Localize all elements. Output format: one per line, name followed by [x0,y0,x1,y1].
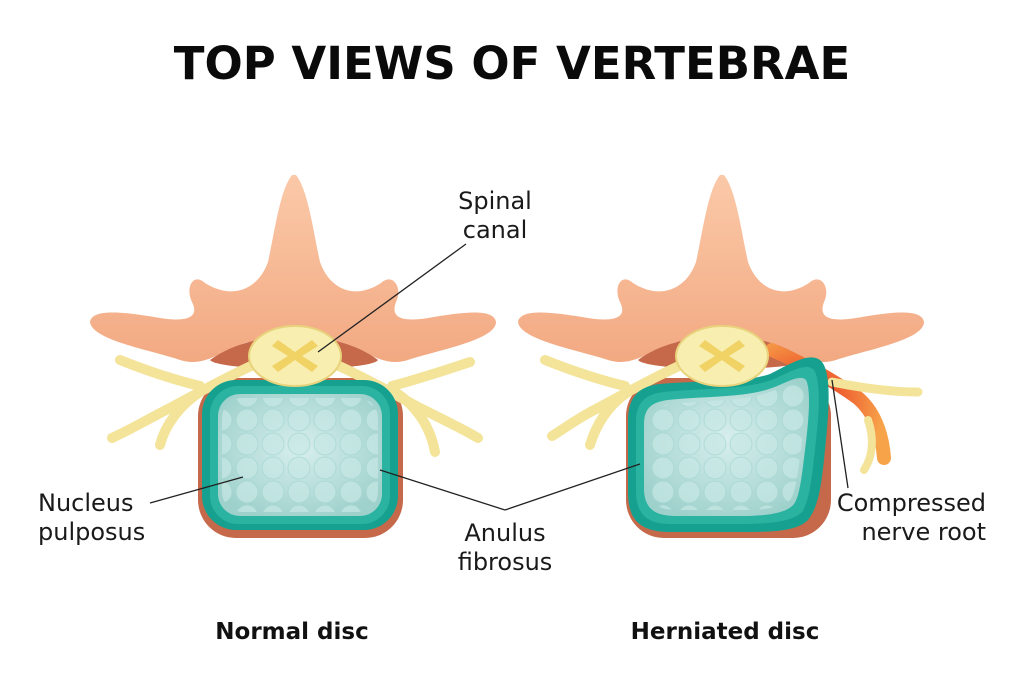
label-spinal-canal: Spinal canal [440,187,550,245]
normal-nerve-right [325,357,483,457]
leader-anulus-left [379,469,506,511]
label-compressed-line2: nerve root [861,518,986,546]
leader-nucleus [149,476,244,504]
label-compressed-nerve-root: Compressed nerve root [820,489,986,547]
label-spinal-canal-line2: canal [462,216,528,244]
caption-herniated-disc: Herniated disc [630,619,820,645]
caption-normal-disc: Normal disc [215,619,369,645]
label-anulus-fibrosus: Anulus fibrosus [445,519,565,577]
herniated-bone-arch [518,175,924,363]
herniated-vertebra [504,175,924,538]
normal-nerve-left [107,355,265,450]
label-compressed-line1: Compressed [836,489,986,517]
normal-bone-arch [90,175,496,363]
page-title: TOP VIEWS OF VERTEBRAE [173,37,851,90]
leader-anulus-right [504,463,641,511]
normal-gray-matter [272,340,318,372]
label-nucleus-pulposus: Nucleus pulposus [38,489,178,547]
herniated-nerve-left [540,355,693,450]
normal-vertebra [90,175,506,538]
label-spinal-canal-line1: Spinal [458,187,532,215]
leader-compressed-nerve [831,379,849,489]
leader-spinal-canal [317,243,467,353]
herniated-gray-matter [699,340,745,372]
label-anulus-line1: Anulus [464,519,546,547]
label-nucleus-line1: Nucleus [38,489,134,517]
label-nucleus-line2: pulposus [38,518,146,546]
label-anulus-line2: fibrosus [457,548,553,576]
